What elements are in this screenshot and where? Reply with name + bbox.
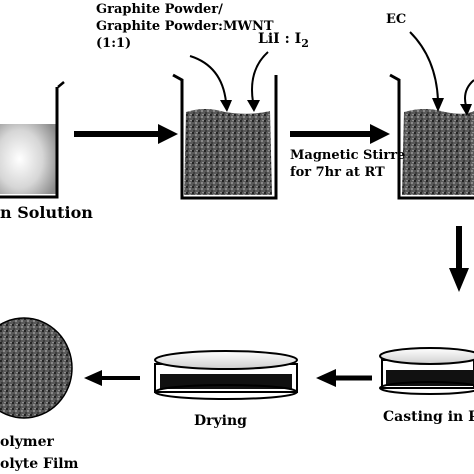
beaker-outline [0, 87, 59, 199]
stir-label-1: Magnetic Stirre [290, 148, 405, 163]
beaker-outline [172, 73, 278, 200]
arrow-down-to-casting [449, 226, 469, 292]
salt-arrow [247, 51, 269, 112]
solution-beaker [0, 81, 65, 199]
drying-label: Drying [194, 413, 247, 429]
stirred-mixture [402, 109, 474, 195]
stirred-beaker [389, 73, 474, 200]
solution-label: n Solution [0, 203, 93, 222]
plasticizer-label: EC [386, 12, 406, 27]
additive-label-1: Graphite Powder/ [96, 2, 223, 17]
arrow-solution-to-mix [74, 124, 178, 144]
arrow-mix-to-stir [290, 124, 390, 144]
stir-label-2: for 7hr at RT [290, 165, 385, 180]
additive-label-2: Graphite Powder:MWNT [96, 19, 274, 34]
arrow-drying-to-film [84, 370, 140, 386]
solution-liquid [0, 124, 56, 194]
graphite-beaker [172, 73, 278, 200]
plasticizer-arrow [409, 31, 444, 112]
beaker-outline [389, 73, 474, 200]
casting-label: Casting in P [383, 409, 474, 425]
dish-lid [154, 350, 298, 370]
salt-label: LiI : I2 [258, 31, 309, 50]
electrolyte-film [0, 317, 73, 419]
extra-arrow [460, 79, 474, 116]
additive-label-3: (1:1) [96, 36, 131, 51]
film-label-1: olymer [0, 434, 55, 450]
arrow-casting-to-drying [316, 369, 372, 387]
drying-dish [154, 350, 298, 400]
casting-dish [379, 347, 474, 395]
beaker-lip [57, 81, 65, 88]
graphite-mixture [184, 109, 272, 195]
additive-arrow [189, 55, 232, 112]
dish-lid [379, 347, 474, 365]
film-label-2: olyte Film [0, 456, 79, 472]
